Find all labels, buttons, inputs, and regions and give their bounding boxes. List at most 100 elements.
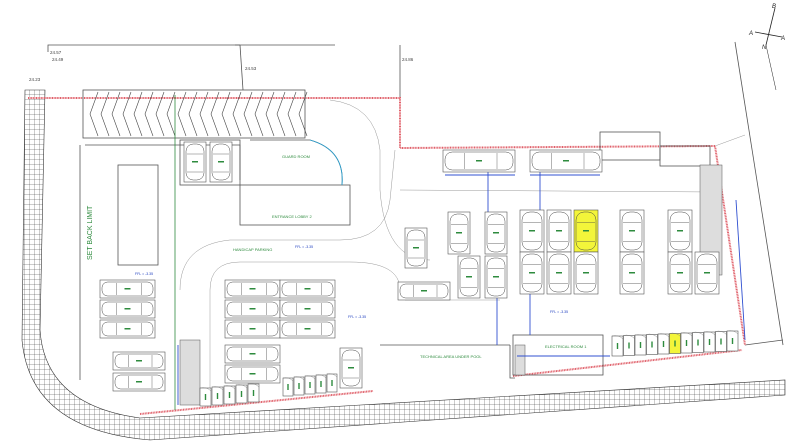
parking-space [404, 227, 428, 269]
parking-space [224, 364, 281, 384]
parking-space [99, 299, 156, 319]
storage-unit [211, 386, 224, 406]
compass-a-right: A [780, 36, 785, 42]
parking-number-mark [249, 308, 256, 310]
parking-number-mark [192, 161, 198, 163]
ramp-chevron [122, 91, 132, 137]
parking-space [667, 209, 693, 253]
car-icon [281, 321, 334, 337]
parking-space [573, 251, 599, 295]
level-label: 24.49 [52, 57, 64, 62]
car-icon [444, 151, 514, 171]
storage-unit [726, 330, 739, 352]
car-icon [696, 253, 718, 293]
storage-number-mark [252, 390, 255, 396]
parking-space [447, 211, 471, 255]
car-icon [101, 301, 154, 317]
parking-number-mark [304, 308, 311, 310]
parking-number-mark [629, 230, 635, 232]
car-icon [101, 281, 154, 297]
car-icon [531, 151, 601, 171]
storage-number-mark [720, 338, 722, 345]
parking-space [224, 299, 281, 319]
storage-unit [235, 384, 248, 404]
storage-number-mark [662, 341, 665, 347]
parking-space [112, 372, 166, 392]
building-walls [79, 95, 723, 410]
entrance-lobby-label: ENTRANCE LOBBY 2 [272, 214, 312, 219]
ffl-label: FFL = -3.35 [348, 315, 366, 319]
parking-number-mark [249, 373, 256, 375]
parking-number-mark [677, 230, 683, 232]
door-swing [680, 332, 693, 337]
parking-spaces [99, 141, 720, 392]
ramp-chevron [100, 91, 110, 137]
ramp-chevron [254, 91, 264, 137]
car-icon [226, 366, 279, 382]
door-swing [726, 330, 739, 335]
storage-units [199, 330, 739, 407]
storage-unit [657, 333, 670, 355]
door-swing [657, 333, 670, 338]
ramp-chevron [232, 91, 242, 137]
parking-number-mark [583, 230, 589, 232]
door-swing [315, 374, 327, 379]
ramp-chevron [166, 91, 176, 137]
parking-space [546, 209, 572, 253]
parking-space [484, 211, 508, 255]
parking-bay [619, 251, 645, 295]
parking-number-mark [124, 328, 131, 330]
parking-number-mark [629, 272, 635, 274]
property-boundary [28, 97, 746, 346]
door-swing [247, 383, 260, 388]
parking-space [279, 319, 336, 339]
storage-number-mark [298, 383, 300, 389]
storage-number-mark [240, 391, 243, 397]
storage-number-mark [639, 342, 642, 348]
parking-number-mark [421, 290, 427, 292]
parking-number-mark [124, 308, 131, 310]
ramp-chevron [155, 91, 165, 137]
door-swing [199, 387, 212, 392]
ramp-chevron [210, 91, 220, 137]
dimension-lines [177, 172, 746, 405]
door-swing [634, 334, 647, 339]
parking-number-mark [413, 247, 419, 249]
parking-space [224, 279, 281, 299]
storage-unit [634, 334, 647, 356]
door-swing [703, 331, 716, 336]
parking-number-mark [304, 288, 311, 290]
parking-space [224, 344, 281, 364]
door-swing [692, 331, 704, 336]
car-icon [575, 253, 597, 293]
parking-space [279, 299, 336, 319]
car-icon [669, 211, 691, 251]
storage-number-mark [309, 382, 311, 388]
electrical-room-label: ELECTRICAL ROOM 1 [545, 344, 587, 349]
car-icon [621, 211, 643, 251]
ramp-chevron [265, 91, 275, 137]
door-swing [304, 375, 316, 380]
parking-space [209, 141, 233, 183]
door-swing [646, 333, 658, 338]
parking-space [442, 149, 516, 173]
car-icon [459, 257, 479, 297]
storage-unit [247, 383, 260, 403]
door-swing [326, 373, 338, 378]
car-icon [114, 353, 164, 369]
parking-space [99, 279, 156, 299]
parking-space [279, 279, 336, 299]
car-icon [399, 283, 449, 299]
ramp [82, 89, 308, 139]
parking-space [529, 149, 603, 173]
ramp-chevron [133, 91, 143, 137]
parking-number-mark [249, 288, 256, 290]
parking-space [619, 209, 645, 253]
door-swing [282, 377, 294, 382]
parking-number-mark [476, 160, 482, 162]
parking-space [112, 351, 166, 371]
parking-number-mark [556, 230, 562, 232]
parking-space [457, 255, 481, 299]
parking-number-mark [249, 353, 256, 355]
storage-number-mark [204, 394, 207, 400]
